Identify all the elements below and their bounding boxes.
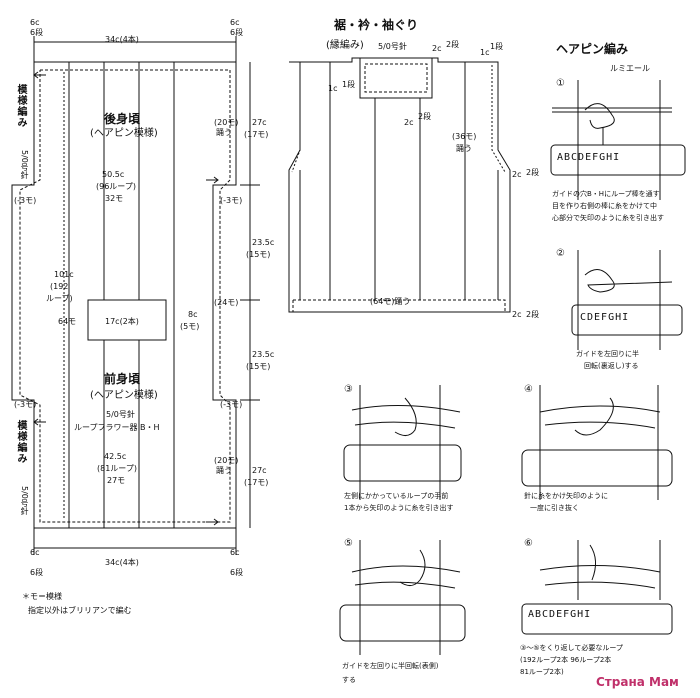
middle-2c-top: 2c xyxy=(432,44,442,53)
right-15-bottom: (15モ) xyxy=(246,362,271,371)
minus3-right-top: (-3モ) xyxy=(220,196,243,205)
side-pattern-top: 模様編み xyxy=(15,84,26,128)
right-title: ヘアピン編み xyxy=(556,42,629,56)
front-length: 42.5c xyxy=(104,452,127,461)
center-band-right: 8c xyxy=(188,310,198,319)
step-4-line1: 針に糸をかけ矢印のように xyxy=(524,492,608,500)
middle-2c-bottom: 2c xyxy=(512,310,522,319)
corner-tl-rows: 6段 xyxy=(30,28,44,37)
front-needle: 5/0号針 xyxy=(106,410,135,419)
step-5-line1: ガイドを左回りに半回転(表側) xyxy=(342,662,439,670)
middle-36: (36モ) xyxy=(452,132,477,141)
middle-1c-left: 1c xyxy=(328,84,338,93)
center-band-box xyxy=(87,299,167,341)
middle-title: 裾・衿・袖ぐり xyxy=(334,18,419,32)
side-pattern-bottom: 模様編み xyxy=(15,420,26,464)
note-yarn: 指定以外はブリリアンで編む xyxy=(28,606,132,615)
minus3-left-bottom: (-3モ) xyxy=(14,400,37,409)
corner-bl-c: 6c xyxy=(30,548,40,557)
middle-2c-mid: 2c xyxy=(404,118,414,127)
back-subtitle: (ヘアピン模様) xyxy=(90,128,158,139)
back-length: 50.5c xyxy=(102,170,125,179)
corner-tr-c: 6c xyxy=(230,18,240,27)
right-235-bottom: 23.5c xyxy=(252,350,275,359)
step-5-line2: する xyxy=(342,676,356,684)
corner-tr-rows: 6段 xyxy=(230,28,244,37)
watermark: Страна Мам xyxy=(596,675,679,689)
middle-1row-right: 1段 xyxy=(490,42,504,51)
middle-1row-left: 1段 xyxy=(342,80,356,89)
step-6-line3: 81ループ2本) xyxy=(520,668,564,676)
total-rows: 64モ xyxy=(58,317,77,326)
step-1-line2: 目を作り右側の棒に糸をかけて中 xyxy=(552,202,657,210)
step-2-number: ② xyxy=(556,248,565,259)
step-3-line1: 左側にかかっているループの手前 xyxy=(344,492,449,500)
note-pattern: ＊モ＝模様 xyxy=(22,592,62,601)
right-27-top: 27c xyxy=(252,118,267,127)
corner-bl-rows: 6段 xyxy=(30,568,44,577)
front-rows: 27モ xyxy=(107,476,126,485)
side-needle-top: 5/0号針 xyxy=(20,150,29,179)
middle-64: (64モ)踊う xyxy=(370,297,411,306)
step-2-line2: 回転(裏返し)する xyxy=(584,362,639,370)
total-loops: (192 xyxy=(50,282,69,291)
right-subtitle: ルミエール xyxy=(610,64,650,73)
middle-2row-mid: 2段 xyxy=(418,112,432,121)
ruler-letters-1: ABCDEFGHI xyxy=(557,152,621,163)
step-3-line2: 1本から矢印のように糸を引き出す xyxy=(344,504,454,512)
front-subtitle: (ヘアピン模様) xyxy=(90,390,158,401)
middle-2row-side: 2段 xyxy=(526,168,540,177)
middle-1c-right: 1c xyxy=(480,48,490,57)
right-odori-top: 踊う xyxy=(216,128,232,137)
step-1-line1: ガイドの穴B・Hにループ棒を通す xyxy=(552,190,660,198)
right-27-bottom: 27c xyxy=(252,466,267,475)
right-17-bottom: (17モ) xyxy=(244,478,269,487)
front-loops: (81ループ) xyxy=(97,464,137,473)
right-20-top: (20モ) xyxy=(214,118,239,127)
right-odori-bottom: 踊う xyxy=(216,466,232,475)
total-loops2: ループ) xyxy=(46,294,73,303)
right-15-top: (15モ) xyxy=(246,250,271,259)
step-6-line2: (192ループ2本 96ループ2本 xyxy=(520,656,612,664)
right-235-top: 23.5c xyxy=(252,238,275,247)
left-bottom-width-label: 34c(4本) xyxy=(105,558,139,567)
right-20-bottom: (20モ) xyxy=(214,456,239,465)
center-band-label: 17c(2本) xyxy=(105,317,139,326)
corner-br-rows: 6段 xyxy=(230,568,244,577)
step-4-line2: 一度に引き抜く xyxy=(530,504,579,512)
right-17-top: (17モ) xyxy=(244,130,269,139)
side-needle-bottom: 5/0号針 xyxy=(20,486,29,515)
back-title: 後身頃 xyxy=(104,112,141,126)
corner-tl-c: 6c xyxy=(30,18,40,27)
middle-2row-bottom: 2段 xyxy=(526,310,540,319)
step-3-number: ③ xyxy=(344,384,353,395)
corner-br-c: 6c xyxy=(230,548,240,557)
step-5-number: ⑤ xyxy=(344,538,353,549)
middle-2row-top: 2段 xyxy=(446,40,460,49)
right-24: (24モ) xyxy=(214,298,239,307)
middle-panel-outline xyxy=(288,57,511,313)
middle-needle: 5/0号針 xyxy=(378,42,407,51)
back-loops: (96ループ) xyxy=(96,182,136,191)
ruler-letters-6: ABCDEFGHI xyxy=(528,609,592,620)
left-top-width-label: 34c(4本) xyxy=(105,35,139,44)
step-1-line3: 心部分で矢印のように糸を引き出す xyxy=(552,214,664,222)
minus3-left-top: (-3モ) xyxy=(14,196,37,205)
total-length: 101c xyxy=(54,270,74,279)
minus3-right-bottom: (-3モ) xyxy=(220,400,243,409)
step-2-line1: ガイドを左回りに半 xyxy=(576,350,639,358)
back-rows: 32モ xyxy=(105,194,124,203)
middle-2c-side: 2c xyxy=(512,170,522,179)
front-title: 前身頃 xyxy=(104,372,141,386)
step-1-number: ① xyxy=(556,78,565,89)
middle-36b: 踊う xyxy=(456,144,472,153)
step-6-line1: ③〜⑤をくり返して必要なループ xyxy=(520,644,623,652)
front-tool: ループフラワー器 B・H xyxy=(74,423,160,432)
middle-subtitle: (縁編み) xyxy=(326,40,364,51)
ruler-letters-2: CDEFGHI xyxy=(580,312,630,323)
step-6-number: ⑥ xyxy=(524,538,533,549)
step-4-number: ④ xyxy=(524,384,533,395)
center-band-right2: (5モ) xyxy=(180,322,200,331)
